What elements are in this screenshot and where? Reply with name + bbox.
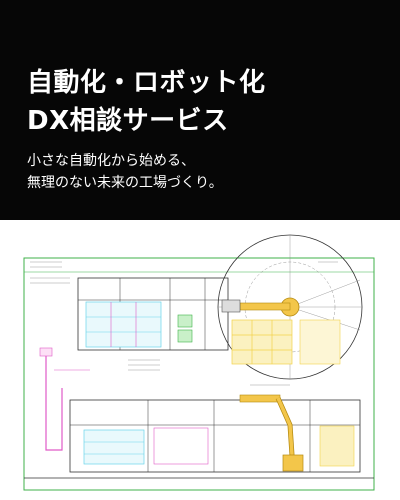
- subtitle-line-2: 無理のない未来の工場づくり。: [27, 175, 223, 191]
- subtitle: 小さな自動化から始める、 無理のない未来の工場づくり。: [27, 150, 223, 194]
- cad-robot-cell-layout-icon: [23, 234, 375, 491]
- title-line-2: DX相談サービス: [27, 106, 229, 136]
- hero-banner: 自動化・ロボット化 DX相談サービス 小さな自動化から始める、 無理のない未来の…: [0, 0, 400, 220]
- title-line-1: 自動化・ロボット化: [27, 68, 266, 98]
- page-title: 自動化・ロボット化 DX相談サービス: [27, 64, 266, 140]
- subtitle-line-1: 小さな自動化から始める、: [27, 153, 195, 169]
- cad-drawing-illustration: [0, 220, 400, 500]
